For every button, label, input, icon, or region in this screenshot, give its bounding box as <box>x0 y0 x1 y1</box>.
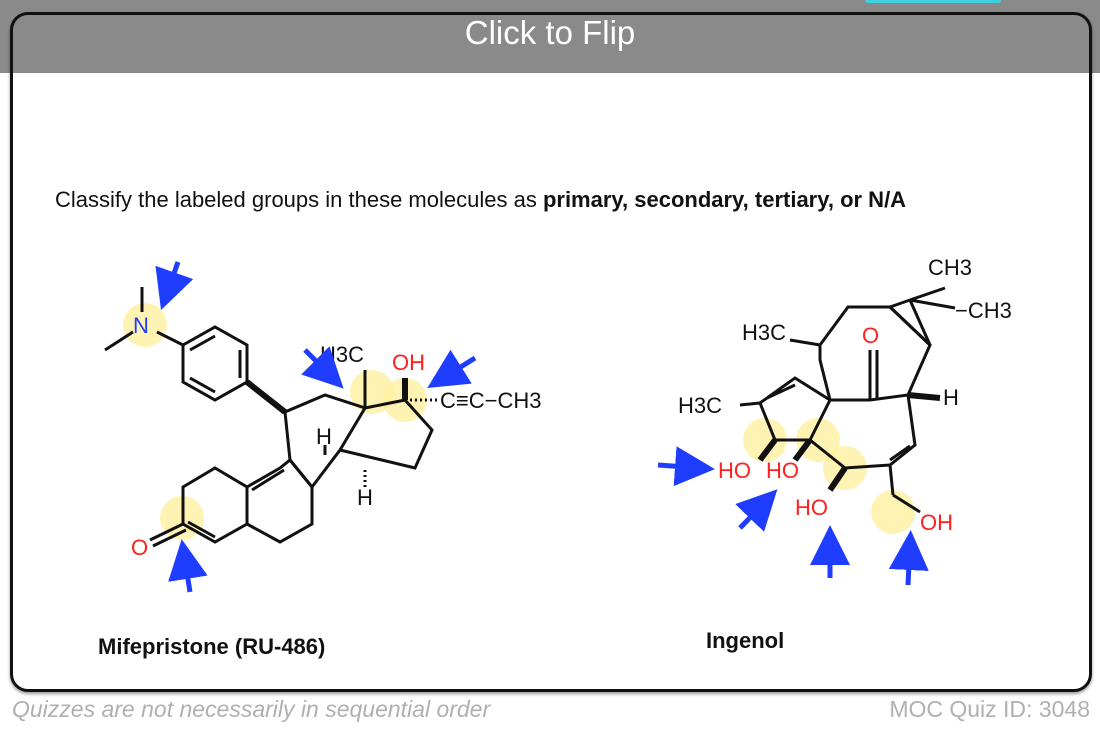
atom-ch3-right: −CH3 <box>955 298 1012 323</box>
arrows-mifepristone <box>155 261 477 593</box>
atom-h3c-upper: H3C <box>742 320 786 345</box>
molecule-name-mifepristone: Mifepristone (RU-486) <box>98 634 326 659</box>
atom-ho-1: HO <box>718 458 751 483</box>
atom-oh: OH <box>392 350 425 375</box>
atom-ho-3: HO <box>795 495 828 520</box>
atom-o-ketone: O <box>862 323 879 348</box>
question-bold: primary, secondary, tertiary, or N/A <box>542 187 907 212</box>
quiz-id: MOC Quiz ID: 3048 <box>889 696 1090 722</box>
atom-ch3-top: CH3 <box>928 255 972 280</box>
footer-note: Quizzes are not necessarily in sequentia… <box>12 696 491 722</box>
arrows-ingenol <box>657 446 929 586</box>
atom-h1: H <box>316 424 332 449</box>
click-to-flip-label[interactable]: Click to Flip <box>464 14 636 51</box>
mifepristone-structure <box>104 287 437 548</box>
atom-h3c: H3C <box>320 342 364 367</box>
atom-n: N <box>133 313 149 338</box>
atom-alkyne: C≡C−CH3 <box>440 388 541 413</box>
atom-oh: OH <box>920 510 953 535</box>
top-tab-accent <box>865 0 1001 3</box>
molecule-name-ingenol: Ingenol <box>706 628 785 653</box>
atom-o: O <box>131 535 148 560</box>
question-text: Classify the labeled groups in these mol… <box>55 186 1065 213</box>
atom-h: H <box>943 385 959 410</box>
atom-h3c-lower: H3C <box>678 393 722 418</box>
atom-ho-2: HO <box>766 458 799 483</box>
ingenol-structure <box>739 286 956 534</box>
question-plain: Classify the labeled groups in these mol… <box>55 187 543 212</box>
flashcard[interactable] <box>10 12 1092 692</box>
atom-h2: H <box>357 485 373 510</box>
